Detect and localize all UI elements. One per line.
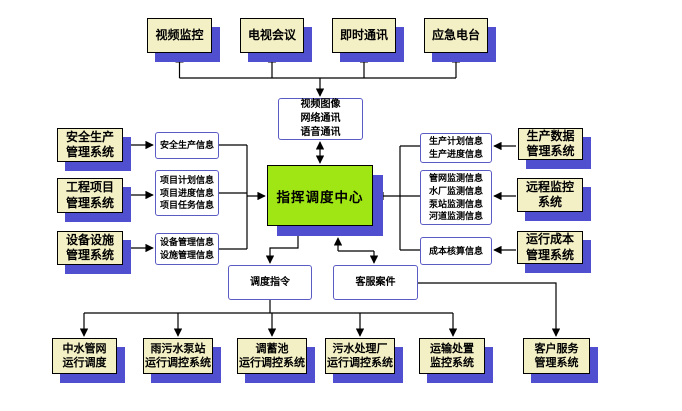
node-instant-messaging: 即时通讯 xyxy=(332,18,396,53)
node-sewage-plant-control-system: 污水处理厂 运行调控系统 xyxy=(325,338,395,374)
node-transport-disposal-system: 运输处置 监控系统 xyxy=(419,338,485,374)
node-safety-production-system: 安全生产 管理系统 xyxy=(57,128,123,162)
node-cost-accounting-info: 成本核算信息 xyxy=(420,237,492,265)
node-project-info: 项目计划信息 项目进度信息 项目任务信息 xyxy=(155,170,219,216)
node-storage-tank-control-system: 调蓄池 运行调控系统 xyxy=(237,338,307,374)
node-safety-production-info: 安全生产信息 xyxy=(155,132,219,159)
node-comm-channels: 视频图像 网络通讯 语音通讯 xyxy=(278,98,363,140)
node-pump-station-control-system: 雨污水泵站 运行调控系统 xyxy=(143,338,213,374)
node-equipment-info: 设备管理信息 设施管理信息 xyxy=(155,233,219,265)
node-video-surveillance: 视频监控 xyxy=(147,18,212,53)
node-equipment-facility-system: 设备设施 管理系统 xyxy=(57,231,123,265)
node-reclaimed-water-dispatch: 中水管网 运行调度 xyxy=(52,338,117,374)
node-service-case: 客服案件 xyxy=(333,265,418,300)
node-customer-service-system: 客户服务 管理系统 xyxy=(523,338,590,374)
node-production-plan-info: 生产计划信息 生产进度信息 xyxy=(420,133,492,163)
node-remote-monitoring-system: 远程监控 系统 xyxy=(517,178,583,212)
node-production-data-system: 生产数据 管理系统 xyxy=(518,128,583,160)
node-dispatch-order: 调度指令 xyxy=(228,265,312,300)
node-engineering-project-system: 工程项目 管理系统 xyxy=(57,178,123,213)
node-emergency-radio: 应急电台 xyxy=(424,18,488,53)
node-tv-conference: 电视会议 xyxy=(240,18,304,53)
node-monitoring-info: 管网监测信息 水厂监测信息 泵站监测信息 河道监测信息 xyxy=(420,170,492,225)
node-command-center: 指挥调度中心 xyxy=(267,165,373,226)
node-operating-cost-system: 运行成本 管理系统 xyxy=(517,231,583,264)
